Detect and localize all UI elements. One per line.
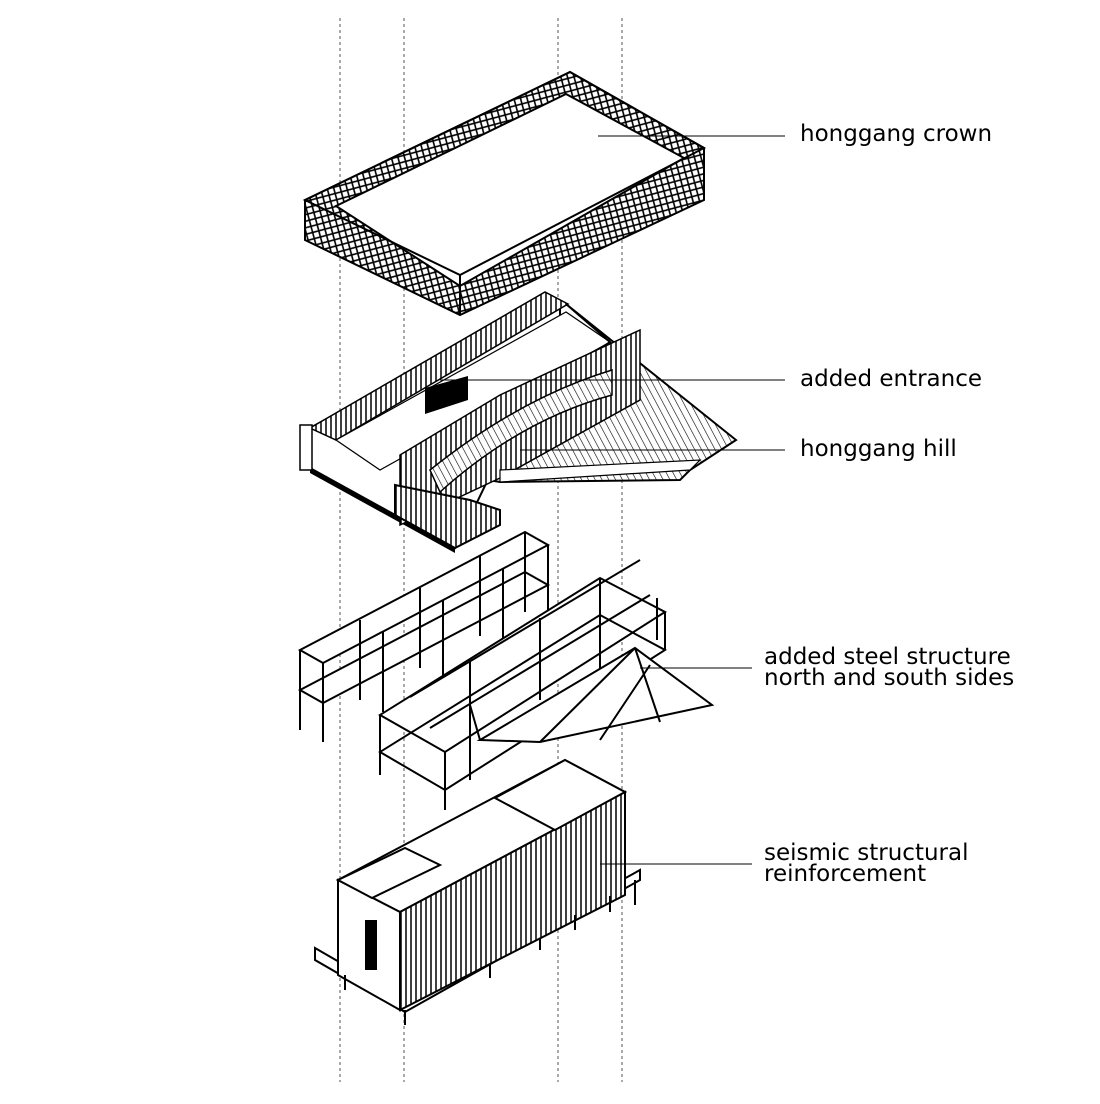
honggang-crown xyxy=(302,70,707,317)
label-seismic-line2: reinforcement xyxy=(764,861,927,887)
seismic-building xyxy=(314,758,641,1025)
label-hill-text: honggang hill xyxy=(800,436,957,462)
label-added-steel-structure: added steel structure north and south si… xyxy=(764,644,1015,691)
label-entrance-text: added entrance xyxy=(800,366,983,392)
steel-structure xyxy=(297,530,715,810)
label-honggang-crown: honggang crown xyxy=(800,121,993,147)
steel-frame-north xyxy=(297,530,551,742)
label-seismic-reinforcement: seismic structural reinforcement xyxy=(764,840,969,887)
label-seismic-line1: seismic structural xyxy=(764,840,969,866)
label-honggang-hill: honggang hill xyxy=(800,436,957,462)
label-crown-text: honggang crown xyxy=(800,121,993,147)
honggang-hill-layer xyxy=(299,291,738,553)
steel-frame-south xyxy=(378,559,715,810)
label-steel-line2: north and south sides xyxy=(764,665,1015,691)
label-added-entrance: added entrance xyxy=(800,366,983,392)
label-steel-line1: added steel structure xyxy=(764,644,1011,670)
leader-lines xyxy=(440,135,785,865)
